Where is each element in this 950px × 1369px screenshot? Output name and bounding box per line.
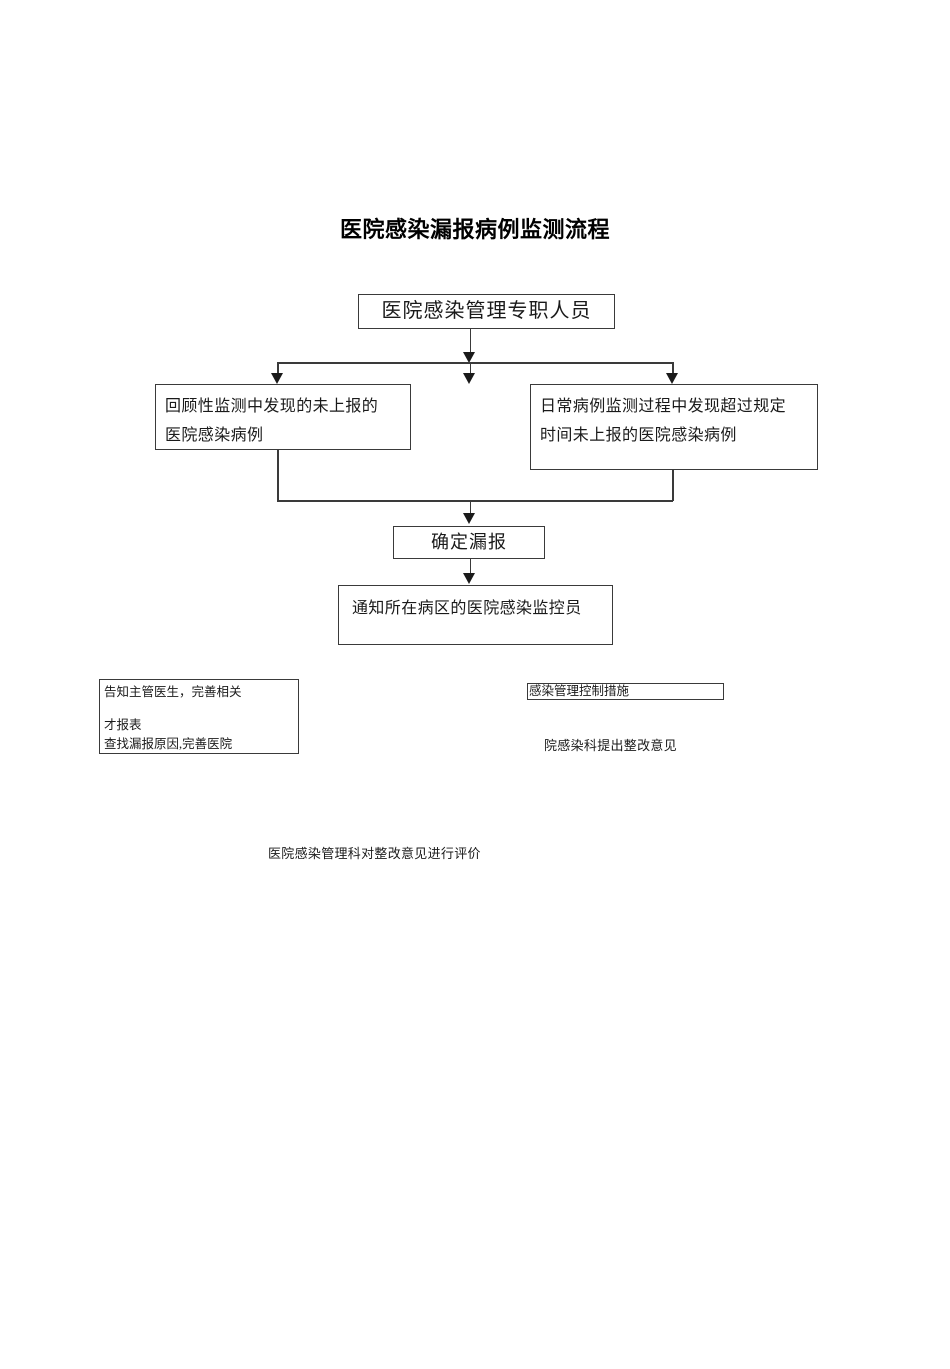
connector-merge-to-confirm [469,500,472,515]
text-evaluate-suggestion: 医院感染管理科对整改意见进行评价 [268,846,481,861]
arrowhead-branch-center [463,373,475,384]
connector-merge-left-stem [277,450,279,501]
node-daily-surveillance-line-1: 日常病例监测过程中发现超过规定 [540,398,787,415]
node-staff-label: 医院感染管理专职人员 [381,300,592,322]
connector-staff-stem [469,329,472,358]
connector-merge-bar [277,500,673,502]
node-staff: 医院感染管理专职人员 [358,294,615,329]
node-daily-surveillance: 日常病例监测过程中发现超过规定 时间未上报的医院感染病例 [530,384,818,470]
arrowhead-staff-center [463,352,475,363]
box-left-measures: 告知主管医生，完善相关 才报表 查找漏报原因,完善医院 [99,679,299,754]
connector-branch-bar [278,362,674,364]
node-notify-monitor: 通知所在病区的医院感染监控员 [338,585,613,645]
box-left-measures-line-2: 才报表 [104,718,142,732]
node-retrospective: 回顾性监测中发现的未上报的 医院感染病例 [155,384,411,450]
box-right-measures-label: 感染管理控制措施 [529,684,630,698]
connector-branch-center [469,362,472,378]
box-left-measures-line-1: 告知主管医生，完善相关 [104,685,242,699]
page-title: 医院感染漏报病例监测流程 [339,217,610,242]
arrowhead-confirm [463,513,475,524]
node-notify-monitor-label: 通知所在病区的医院感染监控员 [352,600,582,617]
arrowhead-branch-right [666,373,678,384]
box-left-measures-spacer [104,702,298,716]
node-confirm-missed-report-label: 确定漏报 [431,532,507,552]
connector-merge-right-stem [672,470,674,501]
text-rectify-suggestion: 院感染科提出整改意见 [544,738,678,753]
node-retrospective-line-2: 医院感染病例 [165,427,264,444]
node-daily-surveillance-line-2: 时间未上报的医院感染病例 [540,427,737,444]
connector-confirm-to-notify [469,559,472,575]
connector-branch-right [672,362,674,378]
node-retrospective-line-1: 回顾性监测中发现的未上报的 [165,398,379,415]
box-right-measures: 感染管理控制措施 [527,683,724,700]
connector-branch-left [277,362,279,378]
node-confirm-missed-report: 确定漏报 [393,526,545,559]
arrowhead-notify [463,573,475,584]
arrowhead-branch-left [271,373,283,384]
box-left-measures-line-3: 查找漏报原因,完善医院 [104,737,233,751]
